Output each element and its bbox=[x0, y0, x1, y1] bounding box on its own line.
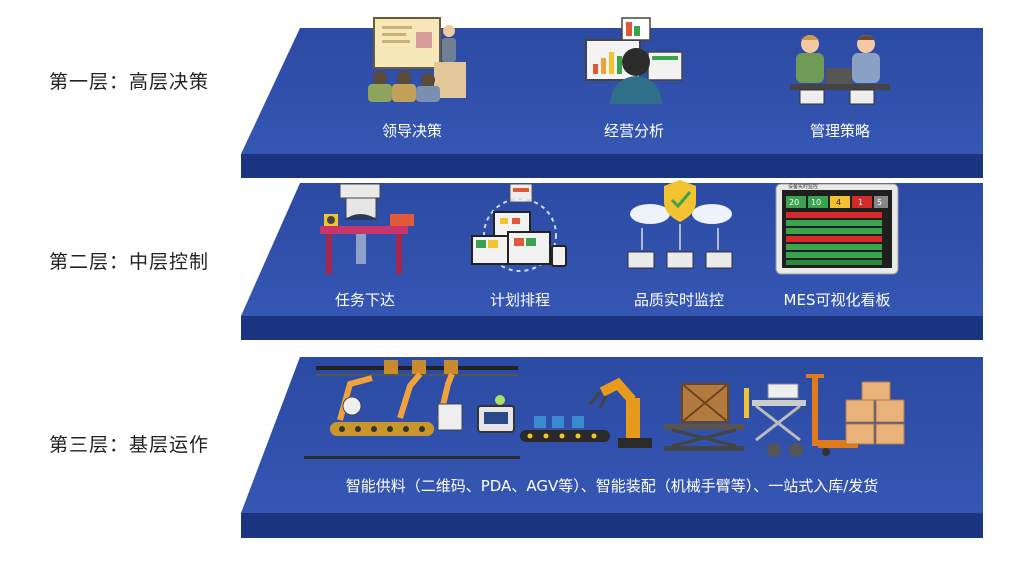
caption-basic-operations: 智能供料（二维码、PDA、AGV等）、智能装配（机械手臂等）、一站式入库/发货 bbox=[345, 477, 879, 495]
mes-dashboard-icon bbox=[775, 183, 899, 275]
caption-management-strategy: 管理策略 bbox=[809, 122, 871, 140]
business-analysis-icon bbox=[585, 17, 683, 104]
smart-feeding-line-icon bbox=[304, 360, 520, 459]
caption-planning-schedule: 计划排程 bbox=[489, 291, 551, 309]
task-dispatch-icon bbox=[320, 183, 414, 274]
agv-conveyor-icon bbox=[477, 395, 610, 442]
delivery-boxes-icon bbox=[806, 374, 905, 456]
warehouse-lift-icon bbox=[664, 383, 806, 457]
caption-business-analysis: 经营分析 bbox=[603, 122, 665, 140]
dashboard-number: 5 bbox=[877, 198, 882, 207]
dashboard-number: 1 bbox=[858, 198, 863, 207]
planning-schedule-icon bbox=[471, 183, 567, 272]
caption-task-dispatch: 任务下达 bbox=[334, 291, 396, 309]
dashboard-number: 20 bbox=[789, 198, 799, 207]
caption-quality-monitoring: 品质实时监控 bbox=[633, 291, 725, 309]
layer-2-label: 第二层：中层控制 bbox=[49, 251, 210, 273]
layer-3-label: 第三层：基层运作 bbox=[49, 434, 210, 456]
layer-1-label: 第一层：高层决策 bbox=[49, 71, 210, 93]
leadership-meeting-icon bbox=[368, 17, 466, 102]
management-strategy-icon bbox=[790, 35, 890, 105]
quality-monitoring-icon bbox=[627, 180, 733, 269]
dashboard-title: 设备实时监控 bbox=[788, 183, 818, 190]
robotic-arm-icon bbox=[588, 377, 652, 448]
dashboard-number: 4 bbox=[836, 198, 841, 207]
caption-mes-dashboard: MES可视化看板 bbox=[783, 291, 891, 309]
dashboard-number: 10 bbox=[811, 198, 821, 207]
caption-leadership-decision: 领导决策 bbox=[381, 122, 443, 140]
